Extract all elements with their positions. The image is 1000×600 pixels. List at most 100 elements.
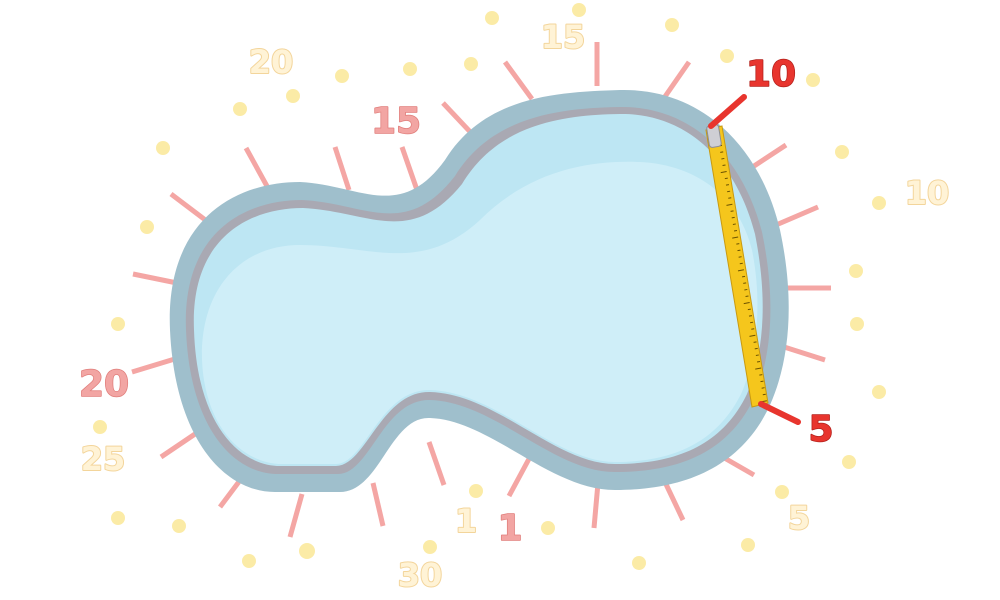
yellow-dot[interactable]: [242, 554, 256, 568]
red-marker-10[interactable]: [708, 94, 747, 129]
yellow-dot[interactable]: [806, 73, 820, 87]
tape-tick: [728, 197, 732, 199]
tape-tick: [750, 321, 754, 324]
pink-tick[interactable]: [287, 493, 305, 538]
pool: [169, 89, 789, 492]
pink-tick[interactable]: [775, 204, 819, 228]
yellow-number-20[interactable]: 20: [248, 42, 295, 82]
yellow-number-25[interactable]: 25: [80, 439, 127, 479]
yellow-dot[interactable]: [665, 18, 679, 32]
yellow-dot[interactable]: [299, 543, 315, 559]
yellow-dot[interactable]: [720, 49, 734, 63]
pink-tick[interactable]: [159, 429, 200, 460]
pink-tick[interactable]: [502, 60, 535, 101]
yellow-number-30[interactable]: 30: [397, 555, 444, 595]
tape-tick: [760, 380, 764, 383]
tape-tick: [755, 367, 762, 370]
yellow-dot[interactable]: [850, 317, 864, 331]
yellow-dot[interactable]: [233, 102, 247, 116]
yellow-dot[interactable]: [572, 3, 586, 17]
yellow-number-5[interactable]: 5: [787, 498, 811, 538]
tape-tick: [725, 184, 730, 186]
tape-tick: [722, 164, 726, 167]
pink-tick[interactable]: [132, 271, 178, 286]
tape-tick: [743, 282, 747, 284]
pink-tick[interactable]: [243, 146, 271, 190]
tape-tick: [747, 308, 751, 311]
pink-tick[interactable]: [780, 343, 826, 363]
tape-ticks: [714, 138, 767, 403]
yellow-dot[interactable]: [632, 556, 646, 570]
red-marker-5[interactable]: [758, 401, 801, 425]
pink-tick[interactable]: [661, 60, 692, 100]
tape-tick: [762, 393, 766, 396]
tape-tick: [732, 236, 739, 239]
pink-tick[interactable]: [131, 355, 179, 375]
yellow-dot[interactable]: [111, 317, 125, 331]
yellow-dot[interactable]: [842, 455, 856, 469]
yellow-number-10[interactable]: 10: [904, 173, 951, 213]
pink-tick[interactable]: [426, 441, 447, 486]
pink-tick[interactable]: [332, 146, 352, 191]
tape-tick: [761, 387, 765, 389]
pink-number-15[interactable]: 15: [370, 100, 422, 143]
pink-tick[interactable]: [506, 455, 533, 498]
yellow-dot[interactable]: [423, 540, 437, 554]
yellow-dot-ring: [93, 3, 886, 570]
tape-tick: [737, 269, 744, 272]
yellow-dot[interactable]: [541, 521, 555, 535]
tape-tick: [727, 190, 731, 193]
pool-water-highlight: [201, 161, 758, 464]
tape-tick: [743, 302, 750, 305]
tape-tick: [749, 334, 756, 337]
pink-tick[interactable]: [399, 146, 420, 191]
pink-tick[interactable]: [746, 142, 788, 173]
tape-tick: [742, 275, 746, 278]
yellow-dot[interactable]: [775, 485, 789, 499]
yellow-dot[interactable]: [335, 69, 349, 83]
yellow-number-1[interactable]: 1: [454, 501, 478, 541]
measuring-tape-icon[interactable]: [705, 124, 769, 408]
yellow-dot[interactable]: [872, 196, 886, 210]
tape-tick: [738, 256, 742, 258]
tape-tick: [726, 203, 733, 206]
yellow-dot[interactable]: [485, 11, 499, 25]
yellow-dot[interactable]: [849, 264, 863, 278]
tape-tick: [753, 341, 757, 343]
yellow-number-15[interactable]: 15: [540, 17, 587, 57]
tape-tick: [755, 354, 759, 356]
tape-tick: [751, 328, 755, 330]
tape-tick: [730, 210, 734, 212]
pink-tick[interactable]: [169, 192, 210, 224]
yellow-dot[interactable]: [156, 141, 170, 155]
tape-tick: [748, 315, 753, 317]
pink-tick[interactable]: [661, 478, 686, 522]
yellow-dot[interactable]: [140, 220, 154, 234]
number-labels: 15 20 1 15 20 10 25 30 5 1 10 5: [78, 17, 951, 595]
tape-tick: [731, 216, 735, 219]
tape-tick: [720, 151, 724, 153]
yellow-dot[interactable]: [172, 519, 186, 533]
tape-tick: [754, 347, 758, 350]
pink-number-20[interactable]: 20: [78, 363, 130, 406]
yellow-dot[interactable]: [111, 511, 125, 525]
yellow-dot[interactable]: [741, 538, 755, 552]
red-number-10[interactable]: 10: [745, 53, 797, 96]
yellow-dot[interactable]: [93, 420, 107, 434]
pink-tick[interactable]: [370, 482, 386, 527]
tape-tick: [744, 288, 748, 291]
yellow-dot[interactable]: [403, 62, 417, 76]
yellow-dot[interactable]: [835, 145, 849, 159]
yellow-dot[interactable]: [286, 89, 300, 103]
tape-tick: [736, 243, 740, 245]
yellow-dot[interactable]: [469, 484, 483, 498]
red-number-5[interactable]: 5: [808, 408, 835, 451]
pink-tick[interactable]: [591, 482, 601, 529]
tape-tick: [739, 262, 743, 265]
pink-number-1[interactable]: 1: [497, 507, 524, 550]
yellow-dot[interactable]: [872, 385, 886, 399]
tape-tick: [732, 223, 736, 225]
yellow-dot[interactable]: [464, 57, 478, 71]
tape-tick: [724, 177, 728, 180]
